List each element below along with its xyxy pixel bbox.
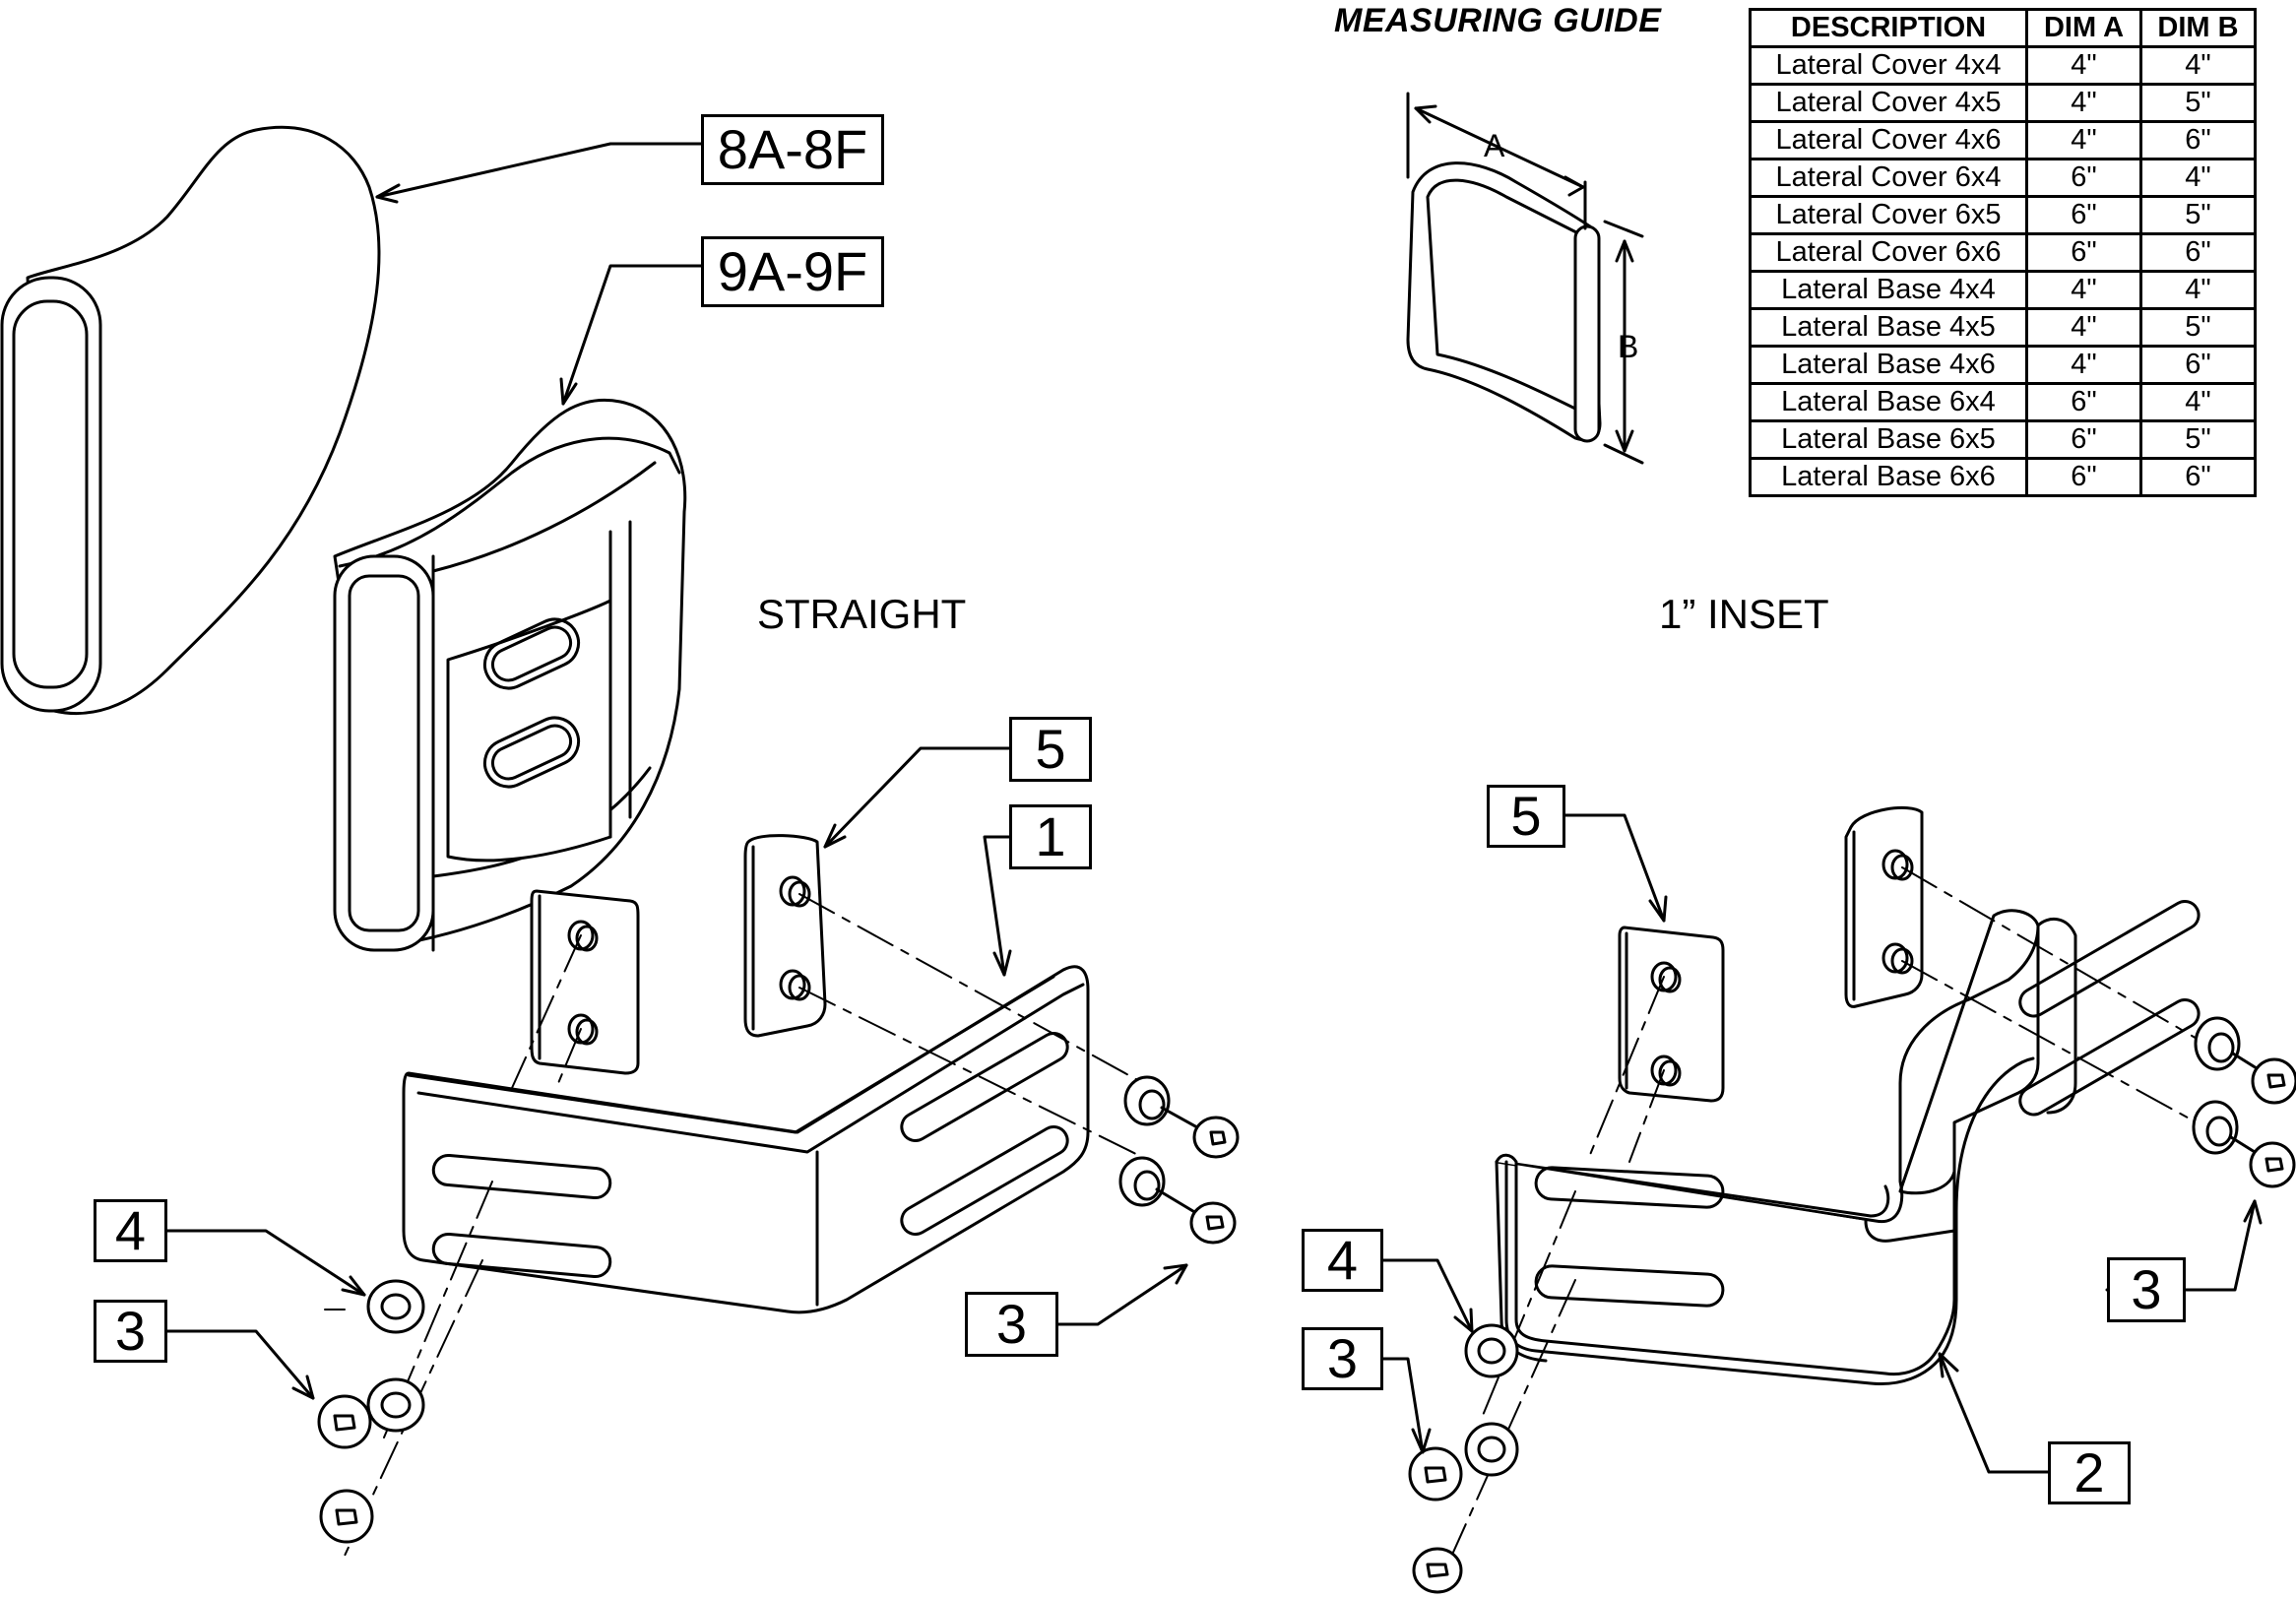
callout-plate-left: 5 [1009,717,1092,782]
description-cell: Lateral Cover 6x6 [1749,232,2028,273]
callout-screw-right: 3 [965,1292,1058,1357]
dim-b-cell: 6" [2139,232,2257,273]
dim-b-cell: 4" [2139,382,2257,422]
washer-right-lower [1118,1156,1166,1207]
screw-inset-left-upper [1408,1446,1463,1502]
lateral-cover [0,125,381,715]
washer-left-lower [366,1377,425,1433]
table-header-row: DESCRIPTION DIM A DIM B [1749,8,2257,48]
dim-a-cell: 4" [2025,270,2142,310]
washer-inset-right-upper [2194,1016,2241,1071]
description-cell: Lateral Base 6x4 [1749,382,2028,422]
mounting-plate-inset-front [1618,926,1725,1103]
screw-right-upper [1160,1106,1240,1159]
screw-inset-left-lower [1412,1547,1463,1594]
description-cell: Lateral Base 4x5 [1749,307,2028,348]
description-cell: Lateral Cover 4x4 [1749,45,2028,86]
description-cell: Lateral Base 6x6 [1749,457,2028,497]
dim-b-cell: 5" [2139,195,2257,235]
dim-a-cell: 4" [2025,83,2142,123]
dim-b-cell: 6" [2139,345,2257,385]
screw-left-lower [319,1489,374,1544]
dim-b-cell: 6" [2139,457,2257,497]
callout-cover: 8A-8F [701,114,884,185]
washer-inset-left-lower [1464,1422,1519,1477]
dim-a-cell: 6" [2025,382,2142,422]
column-header-dim-a: DIM A [2025,8,2142,48]
mounting-plate-left [530,889,640,1075]
leader-lines [165,142,2263,1474]
dimension-a-label: A [1484,128,1505,163]
callout-bracket-inset: 2 [2048,1441,2131,1504]
dim-b-cell: 5" [2139,83,2257,123]
callout-base: 9A-9F [701,236,884,307]
straight-view-label: STRAIGHT [757,591,967,637]
washer-left-upper [366,1279,425,1334]
measuring-guide-title: MEASURING GUIDE [1334,2,1662,39]
dim-b-cell: 5" [2139,419,2257,460]
mounting-plate-inset-rear [1844,805,1924,1008]
description-cell: Lateral Cover 4x6 [1749,120,2028,160]
lateral-base [333,398,687,952]
mounting-plate-rear [743,834,827,1038]
dim-a-cell: 6" [2025,195,2142,235]
callout-screw-left: 3 [94,1300,167,1363]
measuring-guide-cover [1406,92,1644,465]
screw-right-lower [1155,1187,1237,1245]
dim-b-cell: 4" [2139,45,2257,86]
inset-view-label: 1” INSET [1659,591,1829,637]
column-header-description: DESCRIPTION [1749,8,2028,48]
inset-bracket [1495,899,2200,1386]
description-cell: Lateral Cover 6x5 [1749,195,2028,235]
column-header-dim-b: DIM B [2139,8,2257,48]
dim-b-cell: 4" [2139,270,2257,310]
description-cell: Lateral Cover 6x4 [1749,158,2028,198]
washer-right-upper [1123,1075,1171,1126]
dimension-b-label: B [1618,329,1638,364]
callout-washer-inset: 4 [1302,1229,1383,1292]
screw-left-upper [317,1394,372,1449]
screw-inset-right-lower [2229,1135,2296,1188]
dim-b-cell: 5" [2139,307,2257,348]
dim-a-cell: 4" [2025,345,2142,385]
callout-screw-inset: 3 [1302,1327,1383,1390]
callout-bracket-straight: 1 [1009,804,1092,869]
description-cell: Lateral Cover 4x5 [1749,83,2028,123]
description-cell: Lateral Base 6x5 [1749,419,2028,460]
dim-a-cell: 6" [2025,419,2142,460]
description-cell: Lateral Base 4x4 [1749,270,2028,310]
dim-a-cell: 6" [2025,232,2142,273]
dim-a-cell: 6" [2025,457,2142,497]
callout-plate-right: 5 [1487,785,1565,848]
dim-a-cell: 4" [2025,120,2142,160]
dim-a-cell: 4" [2025,45,2142,86]
callout-screw-inset-right: 3 [2107,1257,2186,1322]
callout-washer-left: 4 [94,1199,167,1262]
dimension-table: DESCRIPTION DIM A DIM B Lateral Cover 4x… [1749,8,2257,497]
dim-a-cell: 4" [2025,307,2142,348]
washer-inset-right-lower [2192,1100,2239,1155]
screw-inset-right-upper [2231,1052,2296,1105]
description-cell: Lateral Base 4x6 [1749,345,2028,385]
assembly-centerlines-inset [1446,866,2206,1566]
dim-b-cell: 4" [2139,158,2257,198]
straight-bracket [402,965,1090,1314]
dim-b-cell: 6" [2139,120,2257,160]
washer-inset-left-upper [1464,1323,1519,1378]
dim-a-cell: 6" [2025,158,2142,198]
